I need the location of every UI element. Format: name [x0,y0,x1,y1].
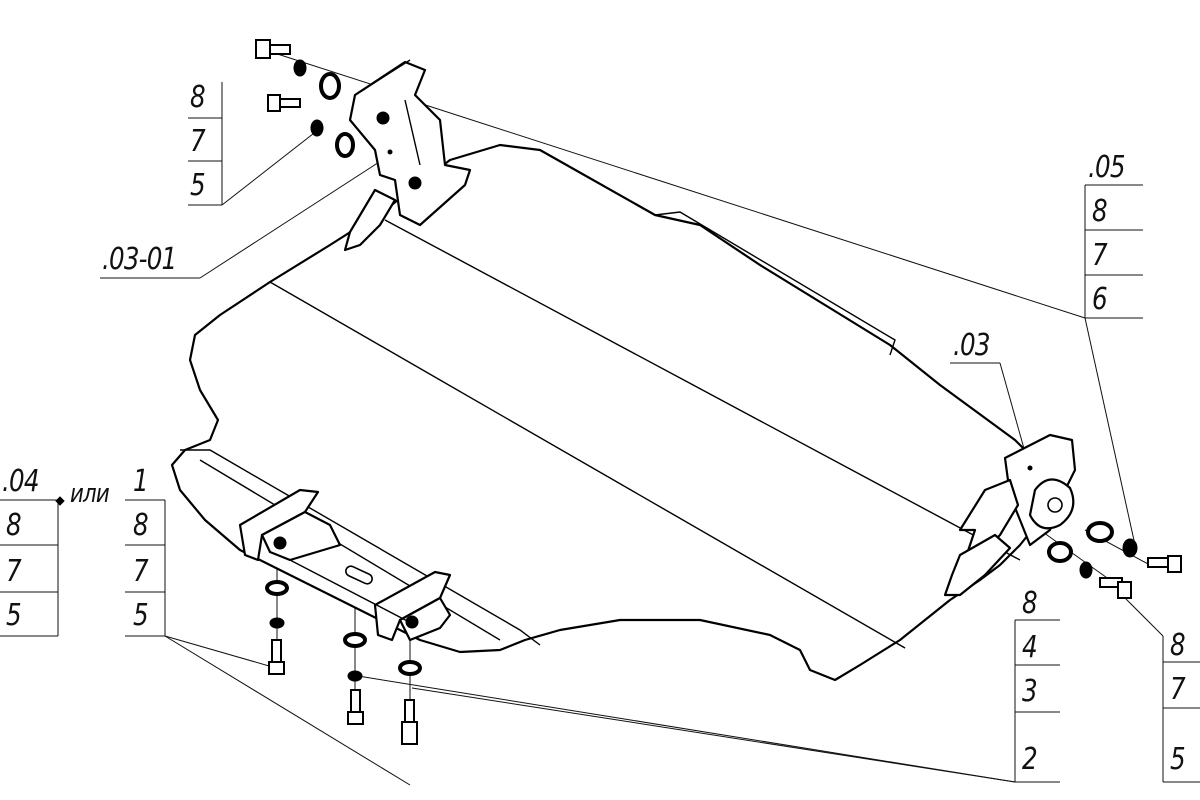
callout-right-bottom-5: 5 [1170,742,1186,777]
callout-bottom-right-2: 2 [1022,742,1038,777]
callout-left-04-7: 7 [6,554,22,589]
lower-brackets [238,488,452,642]
callout-left-04: .04 [2,464,39,499]
callout-top-left-5: 5 [190,168,206,203]
callout-bottom-right-8: 8 [1022,586,1038,621]
bolt-bottom-1 [268,639,285,675]
callout-right-bottom-8: 8 [1170,628,1186,663]
callout-right-top-05: .05 [1088,150,1125,185]
callout-top-left-7: 7 [190,124,206,159]
bolt-top-left-1 [255,39,291,59]
skid-plate [170,143,1062,682]
callout-frames [0,82,1200,783]
callout-right-top-8: 8 [1092,194,1108,229]
front-bracket [343,59,472,252]
callout-top-left-8: 8 [190,80,206,115]
bolt-right-1 [1147,555,1182,573]
callout-left-04-5: 5 [6,598,22,633]
callout-left-1: 1 [133,464,149,499]
callout-left-1-8: 8 [133,508,149,543]
callout-right-top-7: 7 [1092,238,1108,273]
bolt-right-2 [1099,577,1132,599]
hardware [55,39,1182,745]
callout-or-text: или [70,479,110,509]
callout-left-1-7: 7 [133,554,149,589]
callout-left-04-8: 8 [6,508,22,543]
bolt-top-left-2 [267,94,301,112]
rear-bracket [943,433,1077,597]
callout-left-1-5: 5 [133,598,149,633]
callout-bottom-right-3: 3 [1022,674,1038,709]
bolt-bottom-2 [347,689,364,725]
bolt-bottom-3 [401,699,418,745]
callout-front-bracket: .03-01 [102,242,177,277]
callout-right-top-6: 6 [1092,282,1108,317]
callout-rear-bracket: .03 [953,328,990,363]
callout-bottom-right-4: 4 [1022,630,1038,665]
callout-right-bottom-7: 7 [1170,672,1186,707]
